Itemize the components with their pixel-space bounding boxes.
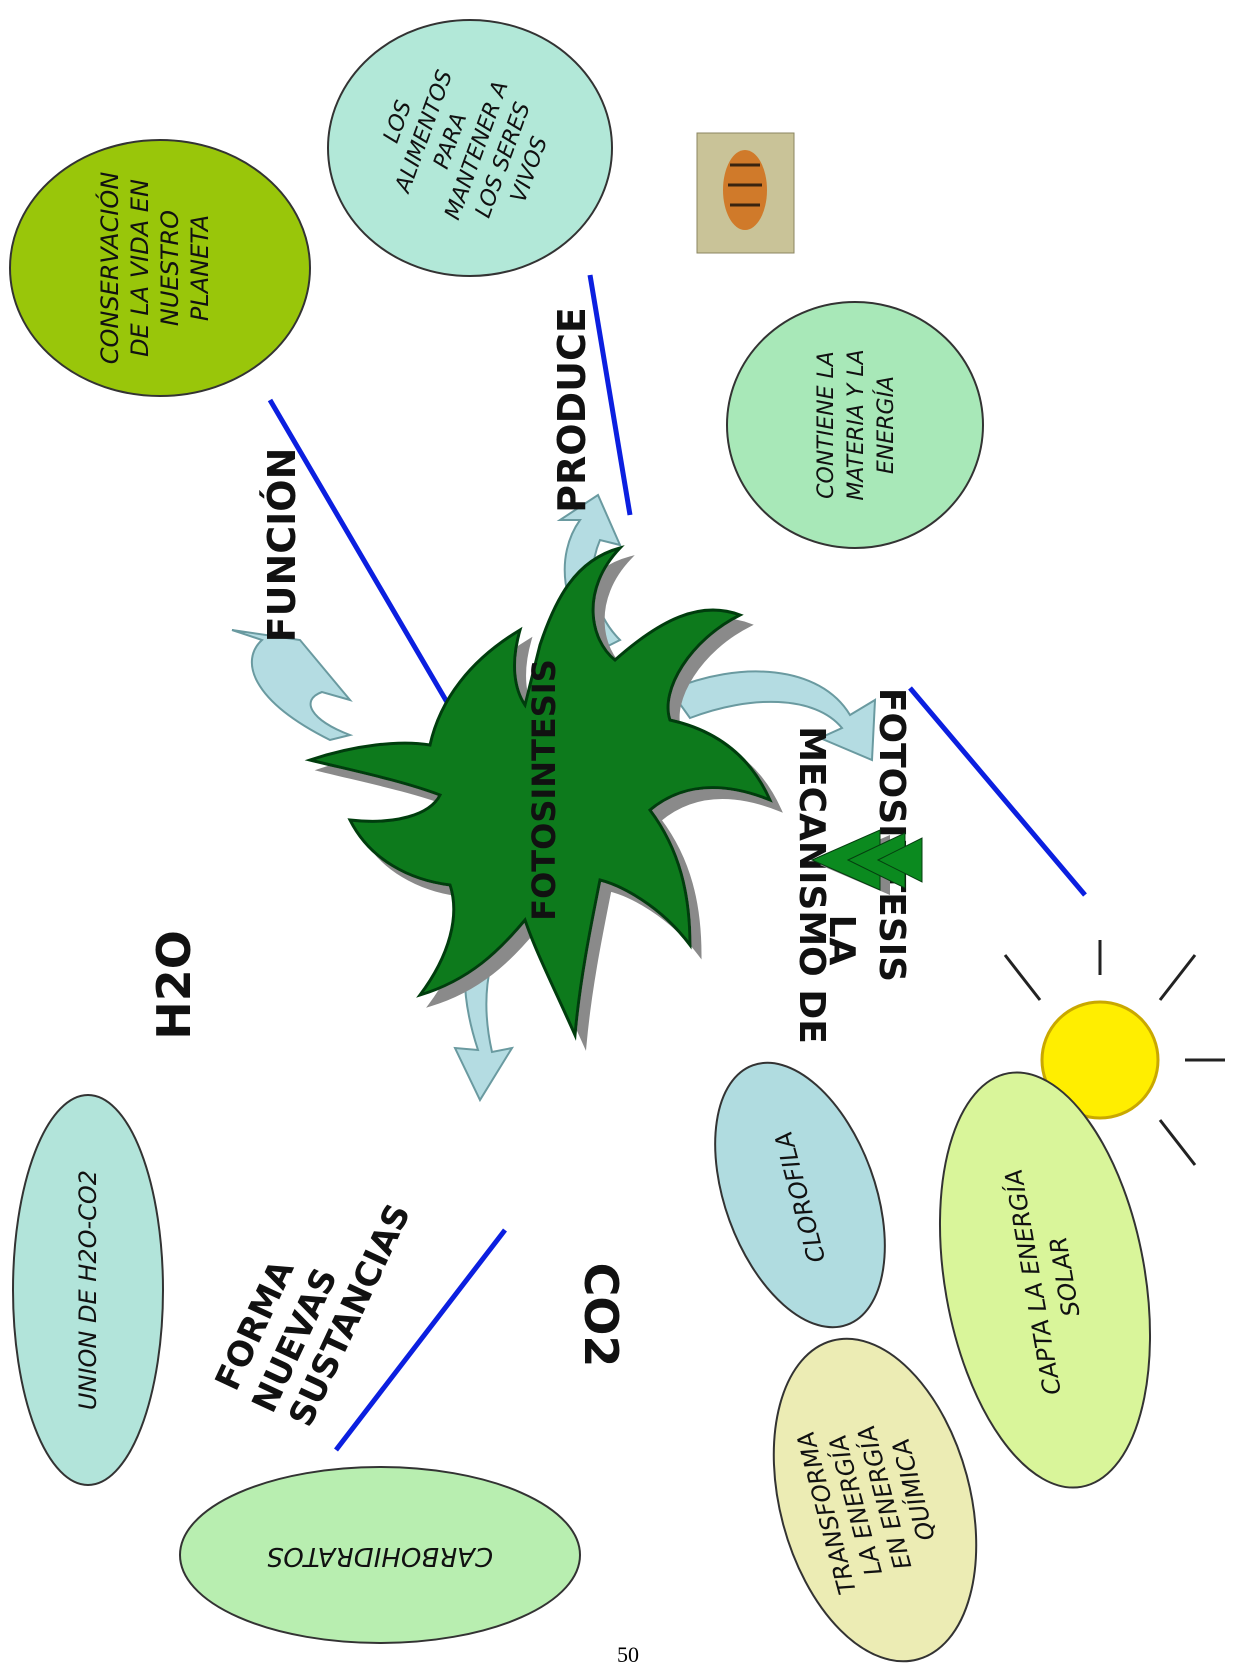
bubble-transforma: TRANSFORMA LA ENERGÍA EN ENERGÍA QUÍMICA — [772, 1337, 978, 1663]
mecanismo-label-1: MECANISMO DE — [791, 726, 832, 1044]
line-mecanismo — [908, 686, 1087, 897]
pine-tree-icon — [810, 829, 923, 895]
bubble-alimentos: LOS ALIMENTOS PARA MANTENER A LOS SERES … — [327, 19, 613, 277]
line-funcion — [267, 398, 471, 740]
conservacion-line-4: PLANETA — [186, 215, 214, 321]
conservacion-line-3: NUESTRO — [156, 210, 184, 326]
bubble-contiene: CONTIENE LA MATERIA Y LA ENERGÍA — [726, 301, 984, 549]
bubble-carbohidratos: CARBOHIDRATOS — [179, 1466, 581, 1644]
bubble-union: UNION DE H2O-CO2 — [12, 1094, 164, 1486]
funcion-label: FUNCIÓN — [260, 448, 304, 643]
produce-label: PRODUCE — [550, 307, 594, 513]
line-forma — [334, 1228, 507, 1452]
bubble-capta: CAPTA LA ENERGÍA SOLAR — [938, 1071, 1152, 1489]
union-text: UNION DE H2O-CO2 — [74, 1170, 102, 1410]
tiger-image — [696, 132, 795, 254]
line-produce — [587, 274, 633, 516]
carbohidratos-text: CARBOHIDRATOS — [267, 1541, 493, 1571]
h2o-label: H2O — [147, 930, 201, 1040]
fotosintesis-shape — [304, 545, 773, 1041]
bubble-clorofila: CLOROFILA — [714, 1061, 886, 1329]
bubble-conservacion: CONSERVACIÓN DE LA VIDA EN NUESTRO PLANE… — [9, 139, 311, 397]
co2-label: CO2 — [574, 1263, 628, 1368]
page-number: 50 — [617, 1642, 639, 1667]
arrow-right — [668, 670, 877, 762]
conservacion-line-1: CONSERVACIÓN — [94, 172, 124, 365]
contiene-line-3: ENERGÍA — [873, 376, 899, 474]
fotosintesis-label: FOTOSINTESIS — [525, 659, 563, 921]
mecanismo-label-2: LA — [821, 915, 862, 966]
contiene-line-2: MATERIA Y LA — [844, 349, 869, 500]
contiene-line-1: CONTIENE LA — [814, 351, 839, 499]
arrow-up-left — [231, 629, 354, 742]
conservacion-line-2: DE LA VIDA EN — [126, 179, 154, 357]
